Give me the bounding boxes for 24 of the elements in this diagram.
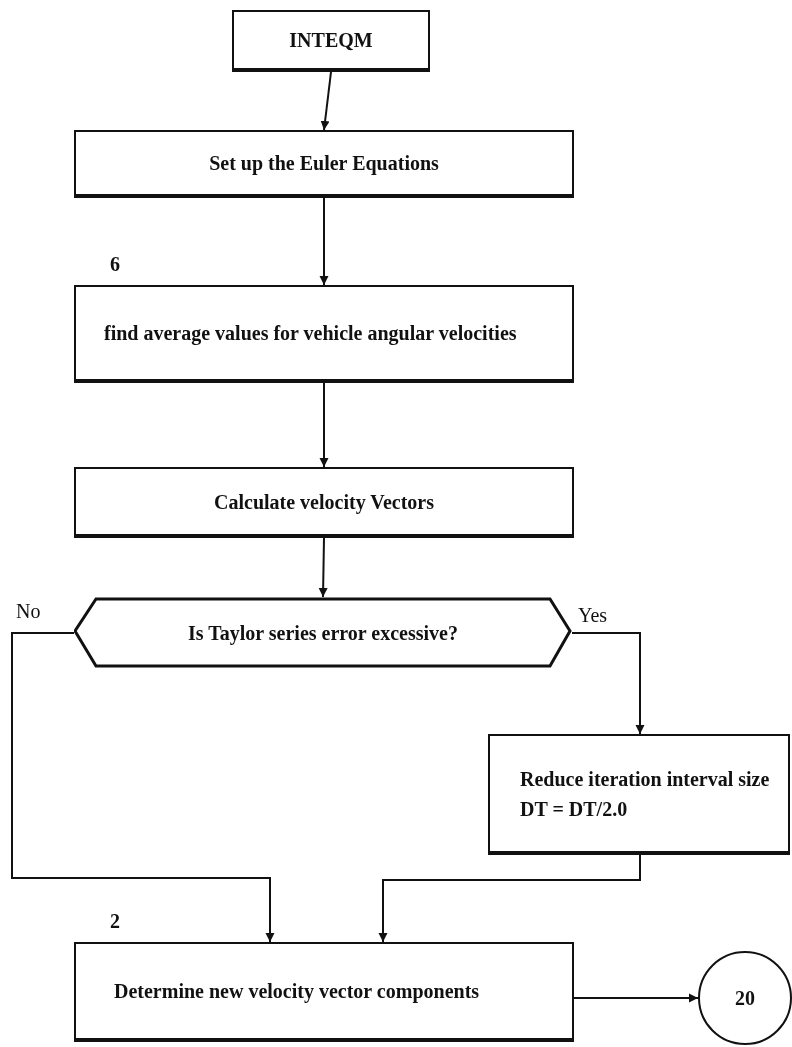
node-text: find average values for vehicle angular velocities xyxy=(104,321,518,347)
node-text: Determine new velocity vector components xyxy=(114,979,481,1005)
arrow xyxy=(11,632,275,943)
process-box xyxy=(232,10,430,72)
arrow xyxy=(319,382,329,468)
arrow xyxy=(378,854,641,943)
process-box xyxy=(74,130,574,198)
process-box xyxy=(488,734,790,855)
step-number: 2 xyxy=(110,910,120,933)
arrow xyxy=(571,632,645,735)
arrow xyxy=(573,993,699,1003)
node-text: 20 xyxy=(734,986,756,1011)
step-number: 6 xyxy=(110,253,120,276)
arrow xyxy=(318,537,328,598)
arrow xyxy=(320,71,332,131)
node-text: Is Taylor series error excessive? xyxy=(187,621,459,647)
decision-hexagon xyxy=(74,597,572,669)
node-text: Reduce iteration interval size xyxy=(520,766,771,792)
process-box xyxy=(74,467,574,538)
node-text: Calculate velocity Vectors xyxy=(213,489,435,516)
node-text: DT = DT/2.0 xyxy=(520,796,629,822)
node-text: INTEQM xyxy=(288,28,374,53)
arrow xyxy=(319,197,329,286)
node-text: Set up the Euler Equations xyxy=(208,151,440,177)
